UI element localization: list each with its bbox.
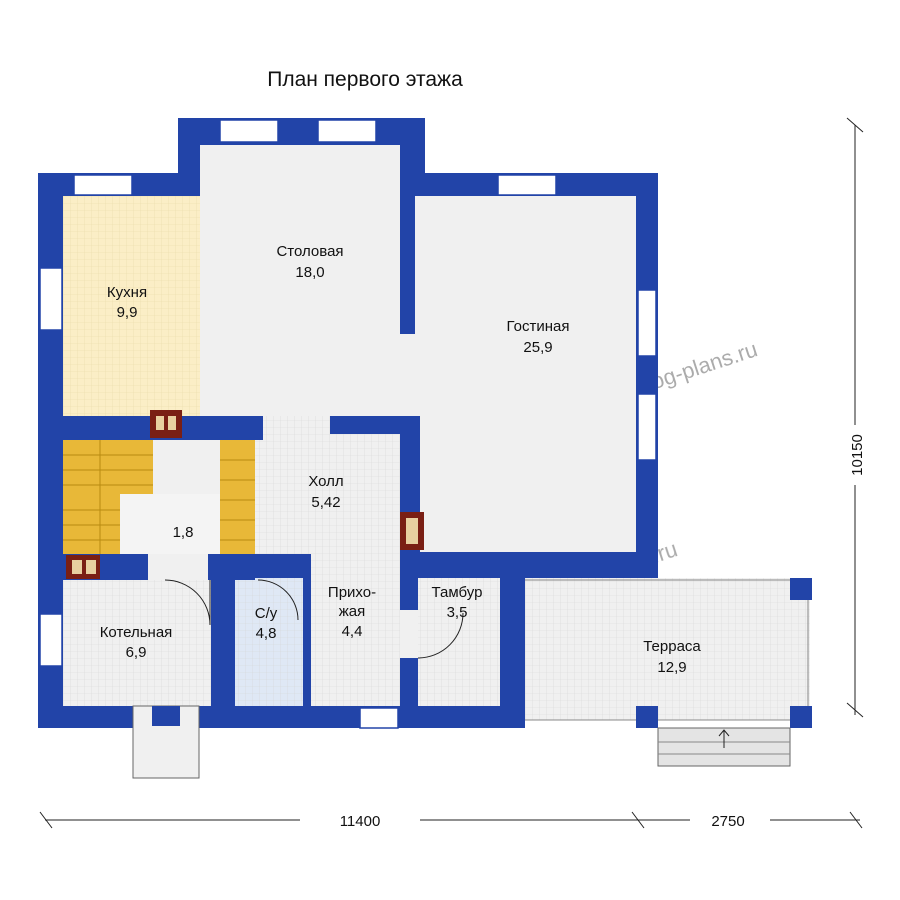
dimension-height: 10150 [849, 434, 866, 476]
room-area-boiler: 6,9 [126, 644, 147, 661]
room-area-vestibule: 3,5 [447, 604, 468, 621]
room-name-hallway: Прихо- [328, 584, 376, 601]
room-labels: Кухня 9,9 Столовая 18,0 Гостиная 25,9 Хо… [100, 243, 702, 676]
stove-icon [150, 410, 182, 438]
room-area-kitchen: 9,9 [117, 304, 138, 321]
room-name-vestibule: Тамбур [432, 584, 483, 601]
room-name-hall: Холл [308, 473, 343, 490]
room-name-dining: Столовая [276, 243, 343, 260]
room-name-hallway-2: жая [339, 603, 366, 620]
room-name-boiler: Котельная [100, 624, 173, 641]
plan-title: План первого этажа [267, 68, 463, 91]
room-name-wc: С/у [255, 605, 278, 622]
terrace [525, 578, 812, 767]
dimension-labels: 11400 2750 10150 [340, 434, 866, 830]
room-area-wc: 4,8 [256, 625, 277, 642]
room-name-living: Гостиная [507, 318, 570, 335]
dimension-lines [39, 117, 864, 829]
staircase [63, 440, 255, 554]
room-name-kitchen: Кухня [107, 284, 147, 301]
stove-icon [66, 555, 100, 579]
dimension-width-main: 11400 [340, 813, 381, 830]
room-name-terrace: Терраса [643, 638, 701, 655]
room-area-living: 25,9 [523, 339, 552, 356]
room-area-terrace: 12,9 [657, 659, 686, 676]
windows [39, 119, 657, 729]
room-area-stair: 1,8 [173, 524, 194, 541]
room-area-hall: 5,42 [311, 494, 340, 511]
room-area-hallway: 4,4 [342, 623, 363, 640]
porch-steps [132, 705, 200, 779]
room-area-dining: 18,0 [295, 264, 324, 281]
stove-icon [400, 512, 424, 550]
dimension-width-terrace: 2750 [711, 813, 744, 830]
